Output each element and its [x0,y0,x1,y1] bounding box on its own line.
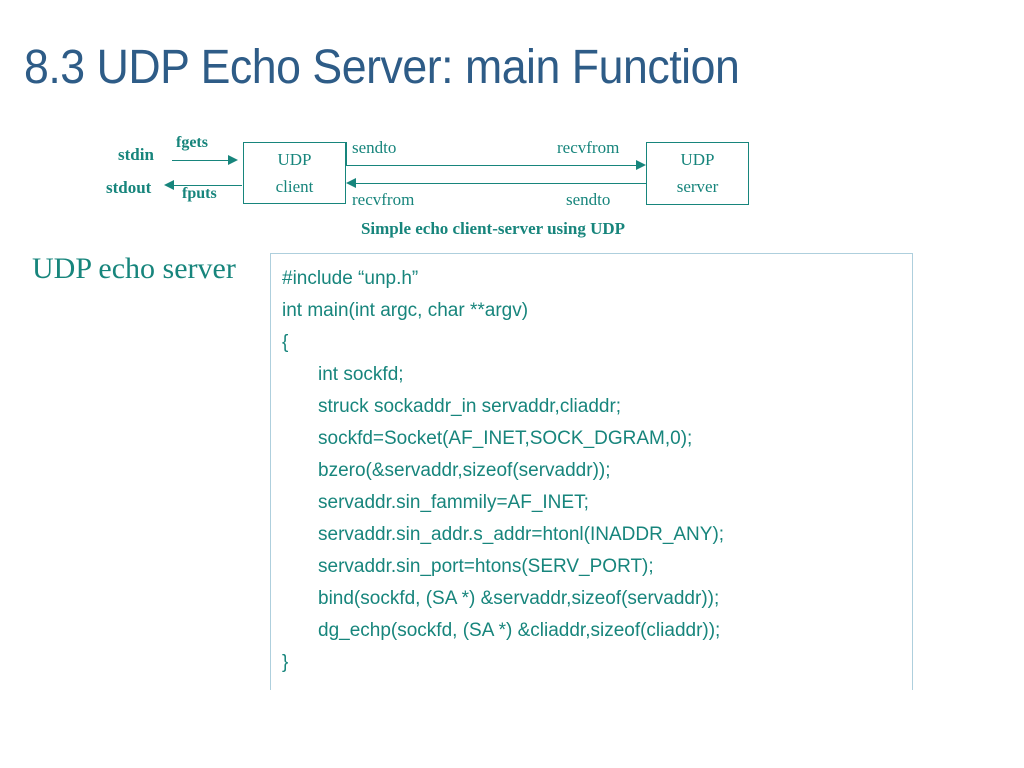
udp-echo-server-label: UDP echo server [32,252,236,285]
udp-server-box: UDP server [646,142,749,205]
code-line: dg_echp(sockfd, (SA *) &cliaddr,sizeof(c… [318,620,721,641]
code-line: sockfd=Socket(AF_INET,SOCK_DGRAM,0); [318,428,693,449]
page-title: 8.3 UDP Echo Server: main Function [24,41,740,94]
client-to-server-arrow-head-icon [636,160,646,170]
code-line: int sockfd; [318,364,404,385]
server-to-client-line [355,183,647,184]
code-line: #include “unp.h” [282,268,419,289]
code-line: } [282,652,289,673]
code-line: { [282,332,289,353]
code-line: bind(sockfd, (SA *) &servaddr,sizeof(ser… [318,588,720,609]
client-to-server-stub [346,142,347,166]
udp-server-line2: server [676,177,719,196]
udp-echo-diagram: stdin stdout fgets fputs UDP client UDP … [0,125,1024,245]
stdout-arrow-line [172,185,242,186]
recvfrom-label-server: recvfrom [557,138,620,157]
code-line: servaddr.sin_addr.s_addr=htonl(INADDR_AN… [318,524,725,545]
diagram-caption: Simple echo client-server using UDP [360,219,626,238]
stdin-arrow-head-icon [228,155,238,165]
udp-client-line1: UDP [277,150,312,169]
code-line: servaddr.sin_fammily=AF_INET; [318,492,589,513]
stdin-arrow-line [172,160,230,161]
code-line: servaddr.sin_port=htons(SERV_PORT); [318,556,654,577]
server-to-client-arrow-head-icon [346,178,356,188]
sendto-label-client: sendto [352,138,397,157]
code-line: int main(int argc, char **argv) [282,300,529,321]
fputs-label: fputs [182,185,217,202]
code-line: struck sockaddr_in servaddr,cliaddr; [318,396,622,417]
server-to-client-stub [646,183,647,205]
udp-client-line2: client [275,177,314,196]
stdin-label: stdin [118,145,154,164]
client-to-server-line [346,165,638,166]
udp-client-box: UDP client [243,142,346,204]
recvfrom-label-client: recvfrom [352,190,415,209]
udp-server-line1: UDP [680,150,715,169]
code-line: bzero(&servaddr,sizeof(servaddr)); [318,460,611,481]
sendto-label-server: sendto [566,190,611,209]
stdout-label: stdout [106,178,152,197]
stdout-arrow-head-icon [164,180,174,190]
code-block: #include “unp.h” int main(int argc, char … [270,253,913,690]
fgets-label: fgets [176,134,208,151]
